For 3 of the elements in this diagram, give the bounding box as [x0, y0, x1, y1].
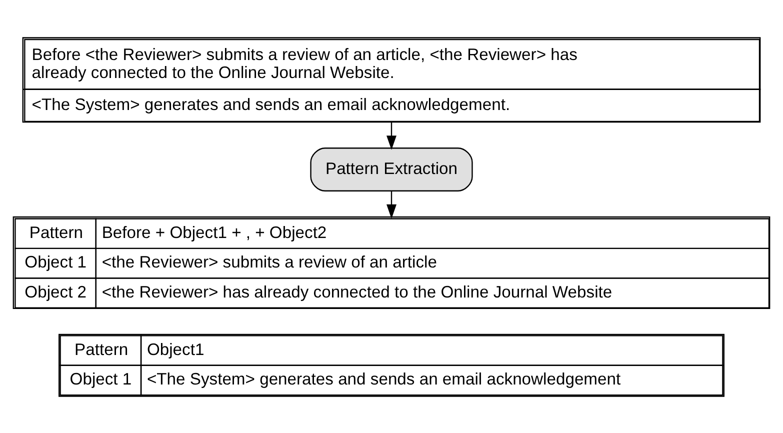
node-box: Pattern Extraction: [310, 147, 473, 191]
arrow: [386, 122, 396, 150]
arrow: [386, 190, 396, 218]
